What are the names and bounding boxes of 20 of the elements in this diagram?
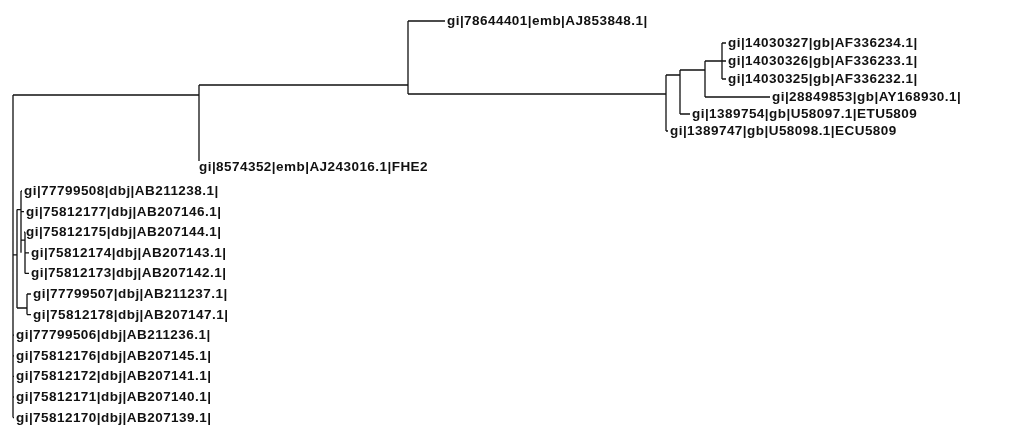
taxon-label: gi|75812175|dbj|AB207144.1| xyxy=(26,224,222,241)
taxon-label: gi|8574352|emb|AJ243016.1|FHE2 xyxy=(199,159,428,175)
taxon-label: gi|14030326|gb|AF336233.1| xyxy=(728,53,918,69)
taxon-label: gi|75812177|dbj|AB207146.1| xyxy=(26,203,222,220)
taxon-label: gi|1389754|gb|U58097.1|ETU5809 xyxy=(692,106,918,122)
taxon-label: gi|78644401|emb|AJ853848.1| xyxy=(447,13,648,29)
taxon-label: gi|75812171|dbj|AB207140.1| xyxy=(16,389,212,405)
taxon-label: gi|77799507|dbj|AB211237.1| xyxy=(33,286,228,302)
taxon-label: gi|75812172|dbj|AB207141.1| xyxy=(16,368,212,385)
taxon-label: gi|75812174|dbj|AB207143.1| xyxy=(31,244,227,261)
taxon-label: gi|75812173|dbj|AB207142.1| xyxy=(31,265,227,282)
taxon-label: gi|75812178|dbj|AB207147.1| xyxy=(33,306,229,323)
taxon-label: gi|14030327|gb|AF336234.1| xyxy=(728,35,918,51)
taxon-label: gi|75812176|dbj|AB207145.1| xyxy=(16,347,212,364)
taxon-label: gi|28849853|gb|AY168930.1| xyxy=(772,89,962,105)
taxon-label: gi|1389747|gb|U58098.1|ECU5809 xyxy=(670,123,897,139)
taxon-label: gi|77799508|dbj|AB211238.1| xyxy=(24,183,219,199)
taxon-label: gi|77799506|dbj|AB211236.1| xyxy=(16,327,211,344)
taxon-label: gi|14030325|gb|AF336232.1| xyxy=(728,71,918,87)
taxon-label: gi|75812170|dbj|AB207139.1| xyxy=(16,409,212,426)
